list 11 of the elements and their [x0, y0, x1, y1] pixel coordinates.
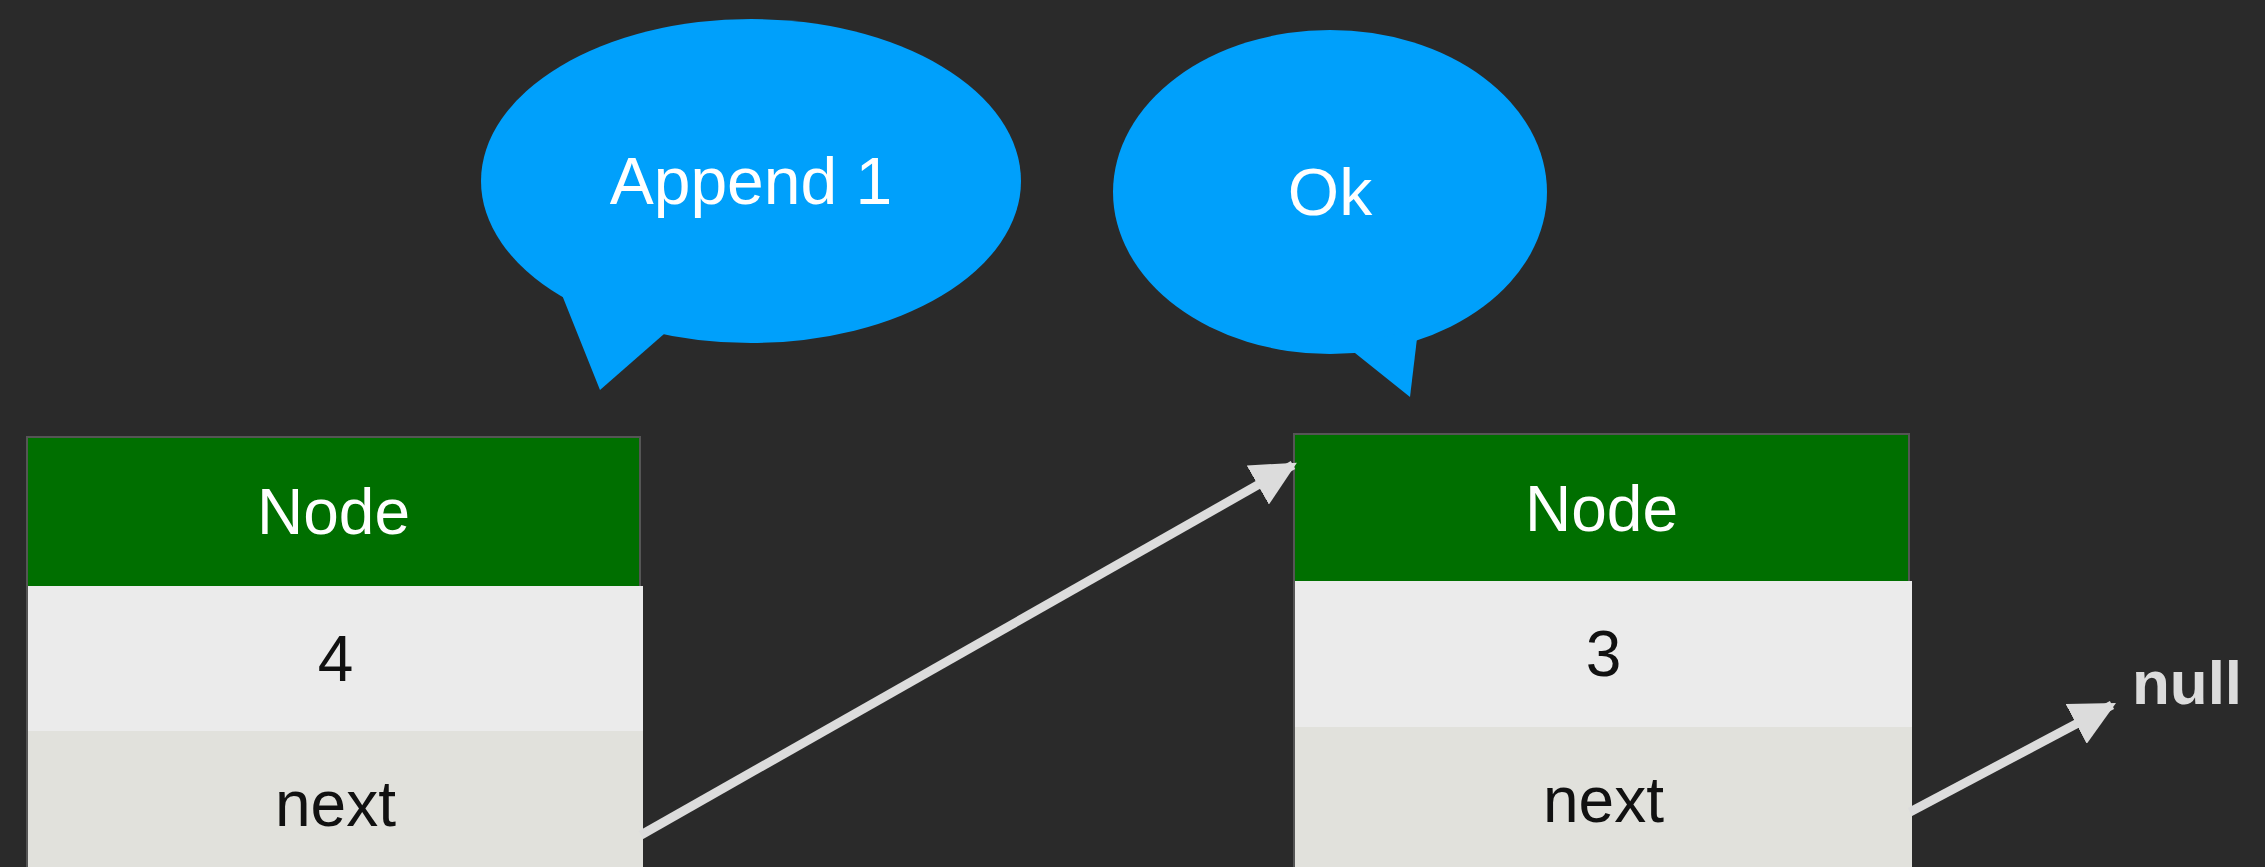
table-header: Node [1295, 435, 1908, 583]
bubble-text: Append 1 [608, 143, 894, 220]
table-cell: next [28, 731, 643, 867]
table-header: Node [28, 438, 639, 586]
table-cell: 4 [28, 586, 643, 731]
table-cell: 3 [1295, 581, 1912, 727]
table-cell: next [1295, 727, 1912, 867]
null-label: null [2112, 645, 2262, 720]
bubble-text: Ok [1286, 154, 1374, 231]
node-table [1293, 433, 1910, 867]
node-table [26, 436, 641, 867]
